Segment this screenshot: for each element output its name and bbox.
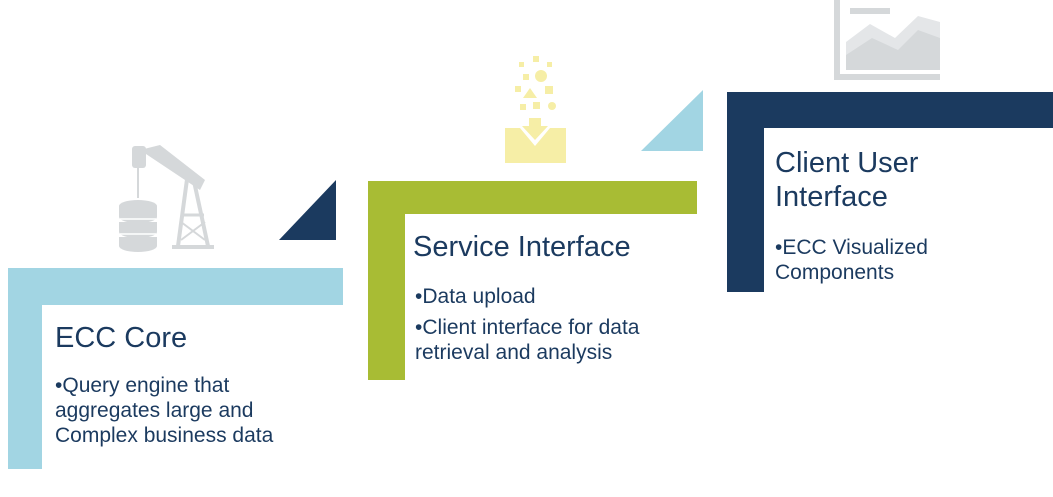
step-2-bullet-1: Data upload xyxy=(415,284,655,309)
step-2-bullets: Data upload Client interface for data re… xyxy=(415,284,655,371)
step-1-bracket xyxy=(8,268,343,469)
step-3-bullets: ECC Visualized Components xyxy=(775,235,975,291)
step-1-bullet-1: Query engine that aggregates large and C… xyxy=(55,373,325,448)
step-2-triangle xyxy=(641,90,703,151)
step-1-triangle xyxy=(279,180,336,240)
step-2-title: Service Interface xyxy=(413,231,631,263)
area-chart-icon xyxy=(834,0,940,80)
step-3-bullet-1: ECC Visualized Components xyxy=(775,235,975,285)
step-1-bullets: Query engine that aggregates large and C… xyxy=(55,373,325,454)
step-1-title: ECC Core xyxy=(55,322,188,354)
step-2-bullet-2: Client interface for data retrieval and … xyxy=(415,315,655,365)
data-inbox-icon xyxy=(505,56,566,163)
step-2-bracket xyxy=(368,181,697,380)
oil-pump-database-icon xyxy=(119,145,214,252)
step-3-title: Client User Interface xyxy=(775,147,919,213)
step-3-bracket xyxy=(727,92,1053,292)
